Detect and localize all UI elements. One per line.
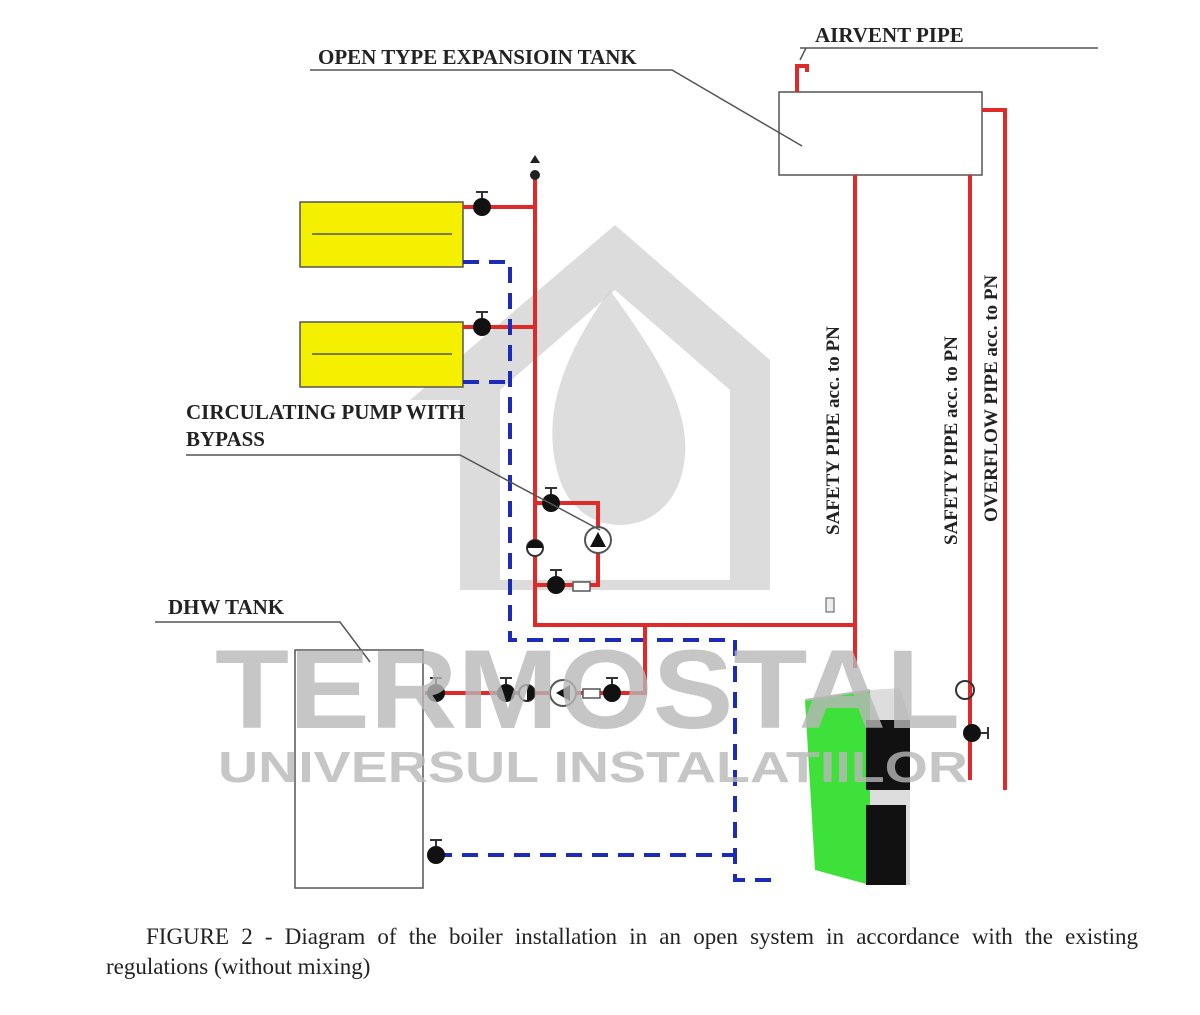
valve-icon (547, 576, 565, 594)
pressure-gauge-icon (955, 680, 975, 700)
airvent-pipe (795, 64, 809, 92)
valve-icon (603, 684, 621, 702)
airvent-leader (799, 47, 1098, 61)
valves (427, 198, 981, 864)
thermometer-icon (825, 597, 835, 613)
watermark-text: TERMOSTAL UNIVERSUL INSTALATIILOR (215, 627, 968, 792)
dhw-tank-label: DHW TANK (168, 595, 285, 619)
watermark-shapes (410, 225, 770, 590)
pump-leader (186, 454, 601, 531)
expansion-tank-leader (310, 69, 803, 147)
valve-icon (963, 724, 981, 742)
airvent-pipe-label: AIRVENT PIPE (815, 23, 964, 47)
dhw-tank (294, 649, 424, 889)
valve-icon (427, 846, 445, 864)
expansion-tank (778, 91, 983, 176)
safety-pipe-2-label: SAFETY PIPE acc. to PN (941, 336, 962, 545)
pump-label-line2: BYPASS (186, 427, 265, 451)
dhw-tank-leader (155, 621, 371, 663)
valve-icon (473, 198, 491, 216)
air-vent-icon (530, 155, 540, 180)
watermark-brand: TERMOSTAL (215, 627, 960, 752)
valve-icon (427, 684, 445, 702)
pump-label-line1: CIRCULATING PUMP WITH (186, 400, 465, 424)
pump-icon (549, 526, 612, 707)
filter-icon (572, 581, 601, 699)
boiler (804, 688, 910, 885)
figure-caption: FIGURE 2 - Diagram of the boiler install… (106, 924, 1138, 979)
valve-icon (473, 318, 491, 336)
check-valve-icon (518, 539, 544, 702)
expansion-tank-label: OPEN TYPE EXPANSIOIN TANK (318, 45, 637, 69)
valve-icon (497, 684, 515, 702)
overflow-pipe (982, 108, 1007, 790)
valve-handles (430, 191, 989, 846)
watermark-tagline: UNIVERSUL INSTALATIILOR (218, 743, 968, 792)
return-pipe (463, 260, 775, 882)
safety-pipe-1-label: SAFETY PIPE acc. to PN (823, 326, 844, 535)
overflow-pipe-label: OVERFLOW PIPE acc. to PN (981, 275, 1002, 522)
drop-watermark-icon (552, 290, 686, 525)
house-watermark-icon (410, 225, 770, 590)
